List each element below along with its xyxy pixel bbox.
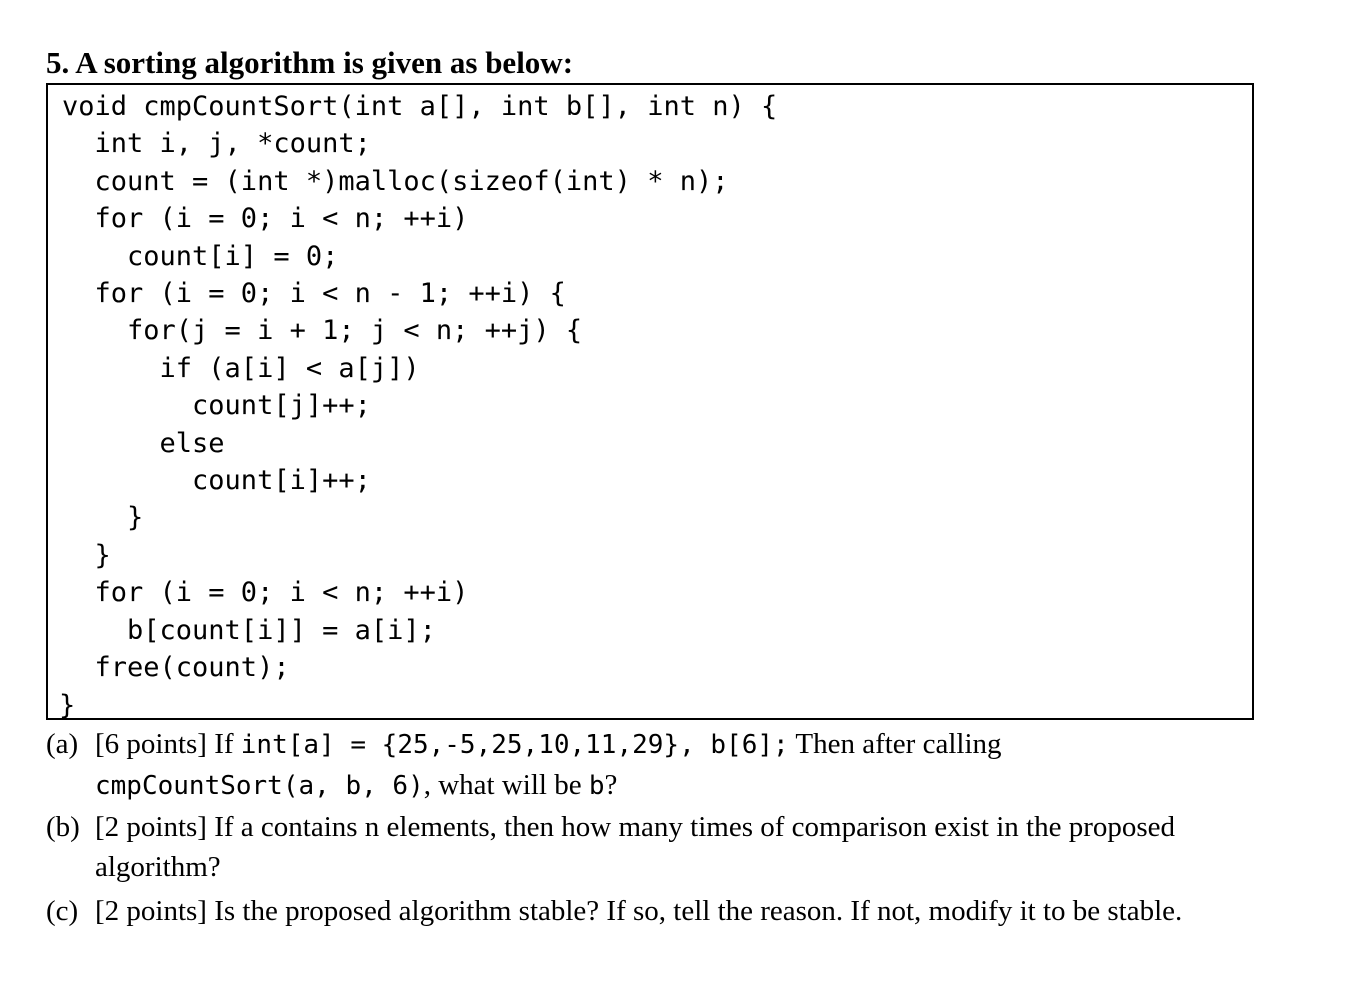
question-a-text: [6 points] If int[a] = {25,-5,25,10,11,2…	[95, 728, 1002, 801]
code-line: void cmpCountSort(int a[], int b[], int …	[62, 91, 778, 122]
question-a: (a) [6 points] If int[a] = {25,-5,25,10,…	[46, 724, 1258, 806]
code-line: for(j = i + 1; j < n; ++j) {	[62, 315, 583, 347]
code-line: count[i] = 0;	[62, 240, 339, 272]
code-line: count = (int *)malloc(sizeof(int) * n);	[62, 165, 729, 197]
code-block: void cmpCountSort(int a[], int b[], int …	[46, 83, 1254, 721]
code-line: if (a[i] < a[j])	[62, 352, 420, 384]
code-line: for (i = 0; i < n; ++i)	[62, 577, 469, 609]
code-line: }	[59, 689, 76, 721]
code-line: }	[62, 539, 111, 571]
question-c-label: (c)	[46, 895, 79, 927]
code-line: count[i]++;	[62, 465, 371, 497]
code-line: for (i = 0; i < n; ++i)	[62, 203, 469, 235]
code-line: else	[62, 427, 225, 459]
question-title: 5. A sorting algorithm is given as below…	[46, 45, 574, 80]
question-c-text: [2 points] Is the proposed algorithm sta…	[95, 895, 1183, 927]
code-line: b[count[i]] = a[i];	[62, 614, 436, 646]
question-b-text: [2 points] If a contains n elements, the…	[95, 811, 1176, 883]
question-b-label: (b)	[46, 811, 80, 843]
question-b: (b) [2 points] If a contains n elements,…	[46, 807, 1258, 887]
code-line: int i, j, *count;	[62, 128, 371, 160]
question-a-label: (a)	[46, 728, 79, 760]
code-line: free(count);	[62, 652, 290, 684]
question-c: (c) [2 points] Is the proposed algorithm…	[46, 891, 1258, 931]
code-line: count[j]++;	[62, 390, 371, 422]
code-listing: void cmpCountSort(int a[], int b[], int …	[59, 88, 778, 724]
code-line: }	[62, 502, 144, 534]
code-line: for (i = 0; i < n - 1; ++i) {	[62, 278, 566, 310]
